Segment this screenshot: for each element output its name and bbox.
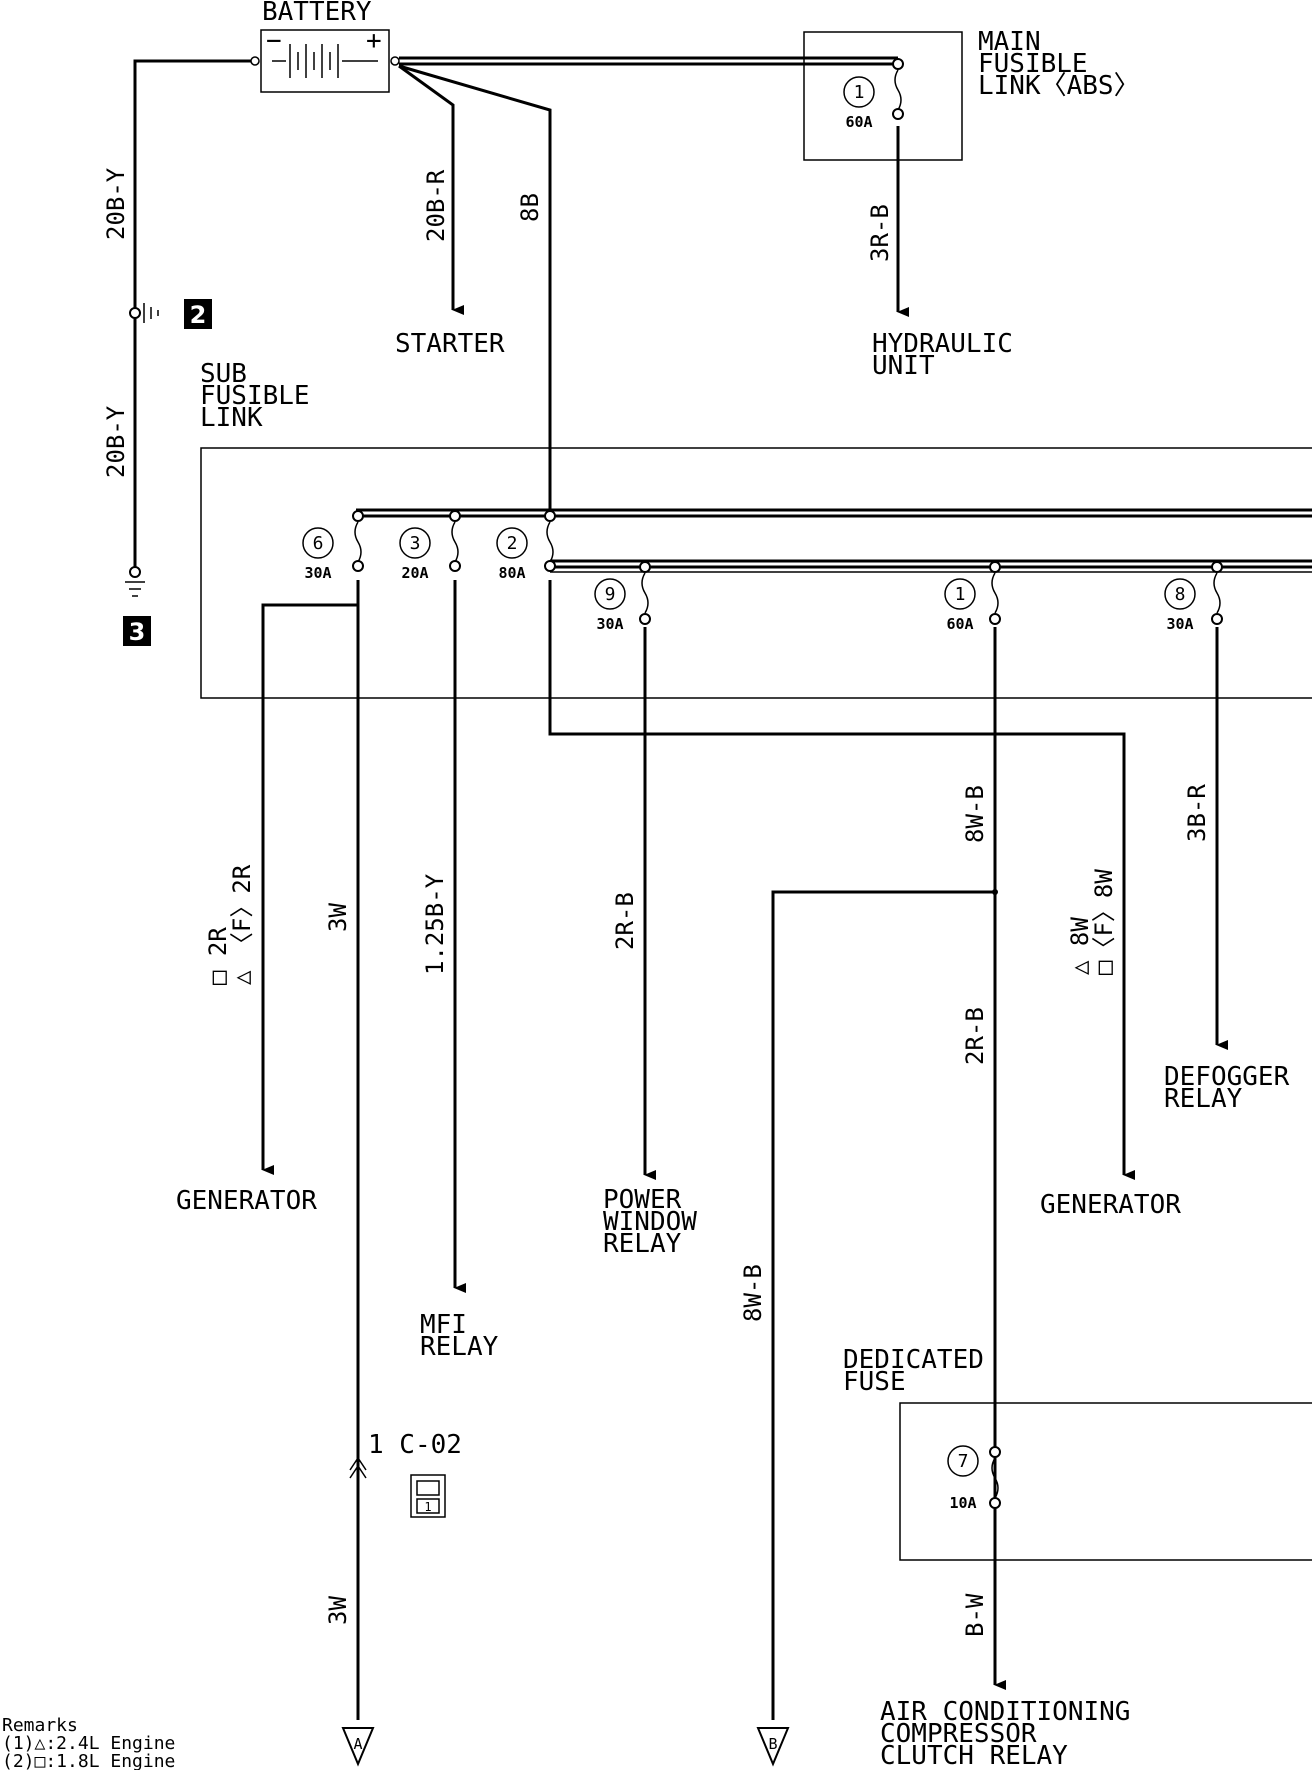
wire-2r-gen-2: △ 〈F〉2R	[228, 864, 256, 985]
battery-label: BATTERY	[262, 0, 372, 27]
battery-negative-sign: −	[266, 26, 282, 56]
main-fusible-link-label-1: MAIN	[978, 27, 1041, 57]
sub-fuse-9-amp: 30A	[596, 615, 623, 633]
wire-3w-top: 3W	[324, 903, 352, 932]
battery-positive-sign: +	[366, 26, 382, 56]
offpage-b-symbol	[756, 1727, 790, 1767]
hydraulic-unit-label-1: HYDRAULIC	[872, 329, 1013, 359]
dedicated-fuse-7-amp: 10A	[949, 1494, 976, 1512]
wires	[133, 31, 1312, 1720]
remarks-line-2: (2)□:1.8L Engine	[2, 1751, 175, 1770]
ac-relay-label-2: COMPRESSOR	[880, 1719, 1037, 1749]
offpage-b-label: B	[768, 1735, 777, 1753]
connector-c02-pin: 1	[424, 1500, 431, 1514]
fuse-number-circles	[302, 76, 1196, 1477]
power-window-relay-label-2: WINDOW	[603, 1207, 697, 1237]
ground-3-number: 3	[129, 618, 146, 646]
sub-fuse-3-num: 3	[410, 533, 421, 554]
sub-fuse-8-amp: 30A	[1166, 615, 1193, 633]
ac-relay-label-3: CLUTCH RELAY	[880, 1741, 1068, 1770]
ground-2-symbol	[129, 299, 212, 329]
dedicated-fuse-label-2: FUSE	[843, 1367, 906, 1397]
connector-c02-label: 1 C-02	[368, 1430, 462, 1460]
defogger-relay-label-1: DEFOGGER	[1164, 1062, 1290, 1092]
sub-fuse-1-amp: 60A	[946, 615, 973, 633]
starter-label: STARTER	[395, 329, 505, 359]
remarks-title: Remarks	[2, 1715, 78, 1736]
connector-c02-symbol	[349, 1456, 446, 1518]
battery-symbol: − +	[250, 26, 400, 93]
wire-125by: 1.25B-Y	[421, 873, 449, 975]
power-window-relay-label-3: RELAY	[603, 1229, 682, 1259]
ground-3-symbol	[123, 566, 151, 646]
sub-fuse-8-num: 8	[1175, 584, 1186, 605]
dedicated-fuse-box	[899, 1402, 1312, 1561]
main-fusible-link-box	[803, 31, 963, 161]
sub-fusible-link-label-1: SUB	[200, 359, 247, 389]
mfi-relay-label-2: RELAY	[420, 1332, 499, 1362]
wire-2r-gen-1: □ 2R	[204, 927, 232, 985]
generator-right-label: GENERATOR	[1040, 1190, 1181, 1220]
sub-fusible-link-label-2: FUSIBLE	[200, 381, 310, 411]
sub-fuse-2-amp: 80A	[498, 564, 525, 582]
generator-left-label: GENERATOR	[176, 1186, 317, 1216]
offpage-a-symbol	[341, 1727, 375, 1767]
dedicated-fuse-7-num: 7	[958, 1451, 969, 1472]
wire-3rb: 3R-B	[866, 204, 894, 262]
wire-20br: 20B-R	[422, 169, 450, 242]
main-fuse-1-num: 1	[854, 82, 865, 103]
wire-3w-bottom: 3W	[324, 1596, 352, 1625]
ground-2-number: 2	[190, 301, 207, 329]
offpage-a-label: A	[353, 1735, 362, 1753]
ac-relay-label-1: AIR CONDITIONING	[880, 1697, 1130, 1727]
wire-8wb-low: 8W-B	[739, 1264, 767, 1322]
wire-8b: 8B	[516, 193, 544, 222]
sub-fuse-6-num: 6	[313, 533, 324, 554]
sub-fuse-3-amp: 20A	[401, 564, 428, 582]
hydraulic-unit-label-2: UNIT	[872, 351, 935, 381]
wire-20by-top: 20B-Y	[102, 167, 130, 240]
sub-fuse-2-num: 2	[507, 533, 518, 554]
remarks-line-1: (1)△:2.4L Engine	[2, 1733, 175, 1754]
wire-bw: B-W	[961, 1593, 989, 1637]
sub-fuse-9-num: 9	[605, 584, 616, 605]
sub-fusible-link-box	[200, 447, 1312, 699]
wire-3br: 3B-R	[1183, 784, 1211, 842]
mfi-relay-label-1: MFI	[420, 1310, 467, 1340]
wire-8w-gen-2: □〈F〉8W	[1090, 869, 1118, 975]
wire-2rb-pw: 2R-B	[611, 892, 639, 950]
main-fusible-link-label-3: LINK〈ABS〉	[978, 71, 1140, 101]
sub-fuse-6-amp: 30A	[304, 564, 331, 582]
wire-8w-gen-1: △ 8W	[1066, 917, 1094, 975]
wire-20by-bottom: 20B-Y	[102, 405, 130, 478]
main-fuse-1-amp: 60A	[845, 113, 872, 131]
sub-fusible-link-label-3: LINK	[200, 403, 263, 433]
wire-8wb-top: 8W-B	[961, 785, 989, 843]
defogger-relay-label-2: RELAY	[1164, 1084, 1243, 1114]
power-window-relay-label-1: POWER	[603, 1185, 682, 1215]
dedicated-fuse-label-1: DEDICATED	[843, 1345, 984, 1375]
sub-fuse-1-num: 1	[955, 584, 966, 605]
fuse-symbols	[352, 58, 1223, 1509]
main-fusible-link-label-2: FUSIBLE	[978, 49, 1088, 79]
wire-2rb-mid: 2R-B	[961, 1007, 989, 1065]
